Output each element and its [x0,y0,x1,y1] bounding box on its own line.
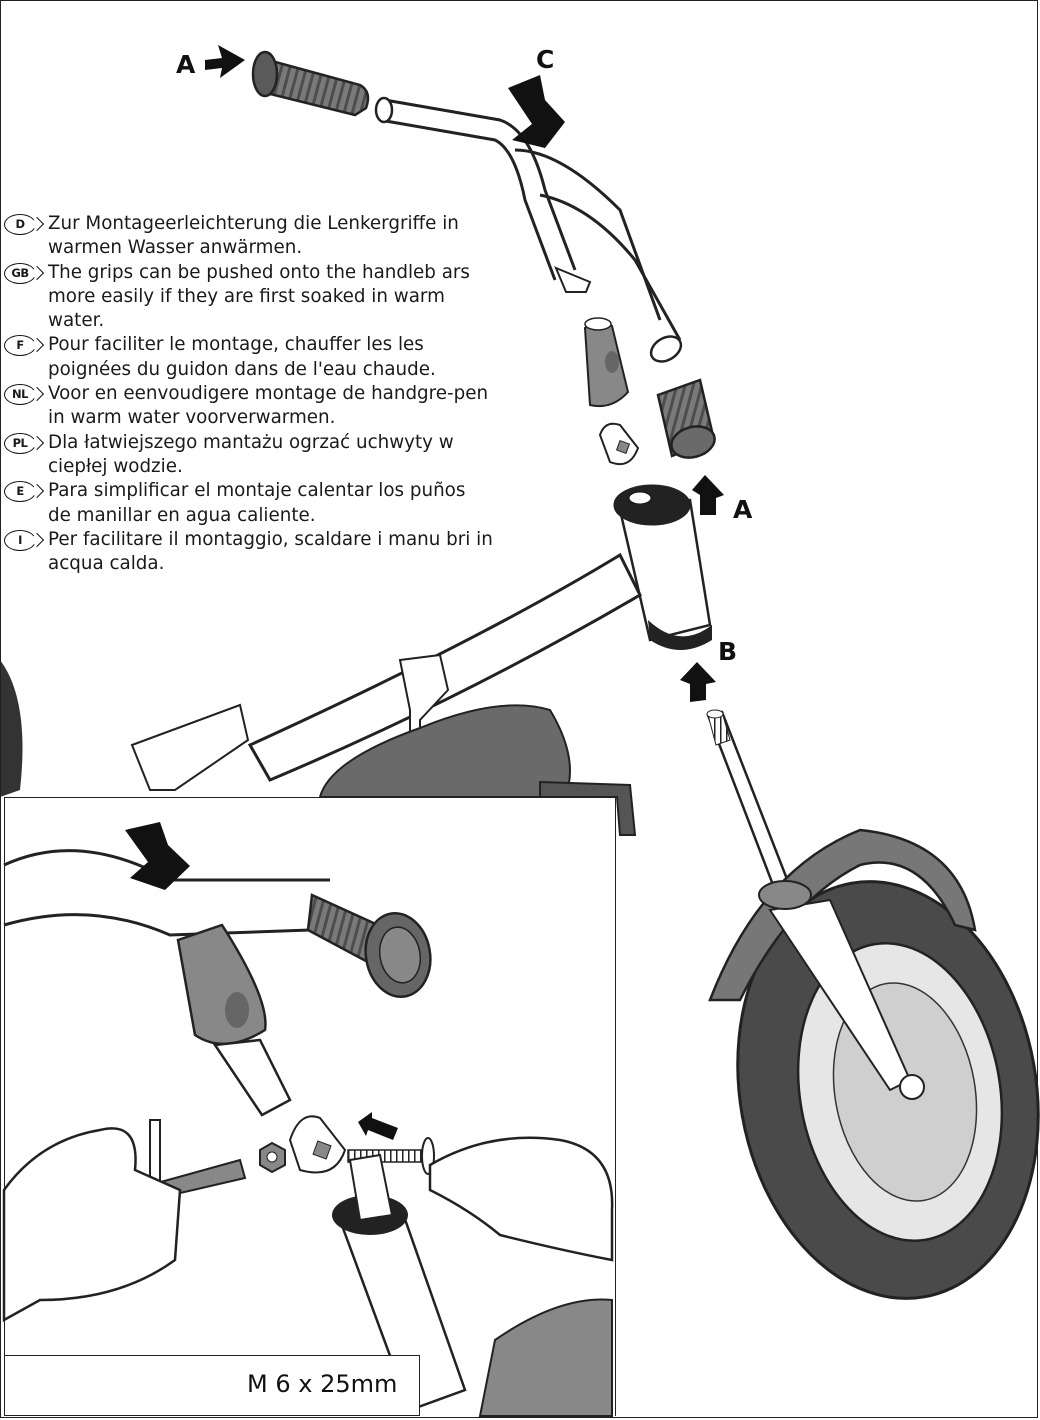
clamp-icon [598,422,640,466]
instruction-text: Pour faciliter le montage, chauffer les … [48,334,436,380]
handlebar [374,96,683,363]
nut-icon [259,1141,286,1174]
instruction-text: The grips can be pushed onto the handleb… [48,261,470,332]
instruction-de: D Zur Montageerleichterung die Lenkergrif… [4,212,494,261]
arrow-icon [125,822,190,890]
instruction-pl: PL Dla łatwiejszego mantażu ogrzać uchwyt… [4,431,494,480]
instruction-fr: F Pour faciliter le montage, chauffer les… [4,333,494,382]
hardware-spec-box: M 6 x 25mm [4,1355,420,1416]
arrow-icon [508,75,565,148]
bike-frame [0,552,642,836]
head-tube [332,1153,467,1412]
language-badge-pl: PL [4,432,36,454]
clamp-icon [583,317,630,408]
callout-a-top: A [176,50,196,79]
head-tube [613,484,712,650]
handlebar-grip-icon [251,50,370,117]
instruction-gb: GB The grips can be pushed onto the handl… [4,261,494,334]
instruction-list: D Zur Montageerleichterung die Lenkergrif… [4,212,494,576]
bolt-spec-label: M 6 x 25mm [247,1370,398,1398]
language-badge-de: D [4,214,36,235]
instruction-text: Dla łatwiejszego mantażu ogrzać uchwyty … [48,431,454,477]
instruction-nl: NL Voor en eenvoudigere montage de handgr… [4,382,494,431]
instruction-es: E Para simplificar el montaje calentar lo… [4,479,494,528]
hand-icon [2,1127,614,1323]
instruction-text: Voor en eenvoudigere montage de handgre-… [48,383,489,429]
fork-steerer [706,709,794,900]
instruction-text: Para simplificar el montaje calentar los… [48,480,466,526]
arrow-icon [692,475,724,515]
language-badge-it: I [4,529,36,551]
language-badge-gb: GB [4,262,36,284]
wheel-icon [708,828,1040,1300]
detail-illustration [2,822,614,1417]
arrow-icon [358,1112,398,1140]
callout-a-right: A [733,495,753,524]
detail-inset [4,797,616,1416]
arrow-icon [205,45,245,78]
callout-c: C [536,45,555,74]
clamp-icon [288,1115,347,1174]
arrow-icon [680,662,716,702]
callout-b: B [718,637,738,666]
instruction-text: Per facilitare il montaggio, scaldare i … [48,528,493,575]
language-badge-nl: NL [4,384,36,406]
language-badge-es: E [4,481,36,503]
instruction-it: I Per facilitare il montaggio, scaldare i… [4,528,494,577]
language-badge-fr: F [4,335,36,357]
handlebar-grip-icon [656,378,716,459]
handlebar-grip-icon [306,893,432,998]
instruction-text: Zur Montageerleichterung die Lenkergriff… [48,213,459,259]
